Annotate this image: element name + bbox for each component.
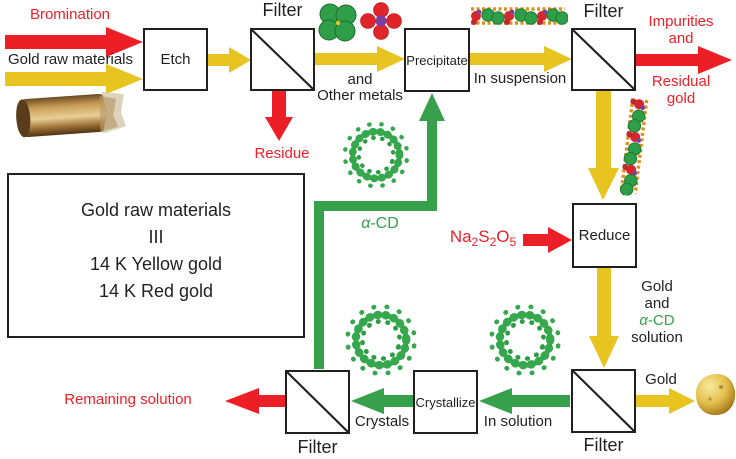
filter-to-crystallize-arrow — [479, 388, 570, 414]
crystallize-to-filter-arrow — [351, 388, 413, 414]
other-metals-line1: and — [347, 71, 373, 88]
reduce-out-line2: and — [644, 295, 670, 312]
cd-suffix: -CD — [370, 215, 399, 232]
alpha-cd-recycle-label: α-CD — [340, 215, 420, 232]
raw-materials-arrow — [5, 64, 143, 94]
residual-line1: Residual — [651, 73, 711, 90]
reduce-out-line4: solution — [631, 329, 683, 346]
reduce-output-label: Gold and α-CD solution — [625, 278, 689, 346]
other-metals-label: and Other metals — [312, 72, 408, 104]
na2s2o5-o: O — [496, 227, 510, 246]
residue-label: Residue — [254, 145, 310, 162]
precipitate-to-filter-arrow — [470, 46, 572, 72]
cd-suffix: -CD — [647, 312, 675, 329]
filter-to-reduce-arrow — [588, 91, 619, 200]
precipitate-box: Precipitate — [404, 28, 470, 92]
na2s2o5-sub2: 2 — [489, 235, 497, 249]
remaining-solution-arrow — [225, 388, 285, 414]
gold-raw-materials-info-box: Gold raw materials III 14 K Yellow gold … — [7, 173, 305, 338]
filter-to-precipitate-arrow — [315, 46, 405, 72]
crystallize-label: Crystallize — [415, 394, 476, 410]
filter-diagonal-icon — [287, 372, 348, 432]
bromination-arrow — [5, 27, 143, 57]
residual-gold-label: Residual gold — [637, 73, 725, 107]
reduce-out-alpha-cd: α-CD — [625, 312, 689, 329]
impurities-label: Impurities and — [637, 13, 725, 47]
filter-top-right-caption: Filter — [583, 1, 624, 21]
etch-to-filter-arrow — [208, 47, 251, 73]
reduce-out-line1: Gold — [641, 278, 673, 295]
alpha-symbol: α — [639, 312, 648, 329]
gold-product-label: Gold — [645, 371, 677, 388]
na2s2o5-sub3: 5 — [509, 235, 517, 249]
gold-nugget-image — [696, 373, 736, 416]
filter-box-top-right — [571, 28, 636, 91]
coprecipitate-chain-horizontal — [469, 7, 568, 27]
alpha-cd-ring-left — [342, 301, 420, 379]
impurities-arrow — [636, 46, 732, 74]
gold-bromide-cluster-icon — [318, 3, 357, 42]
alpha-cd-ring-top — [340, 119, 412, 191]
gold-bar-image — [16, 91, 127, 138]
bromination-label: Bromination — [29, 6, 111, 23]
residual-line2: gold — [666, 90, 696, 107]
filter-bottom-right-caption: Filter — [583, 435, 624, 455]
filter-diagonal-icon — [573, 30, 634, 89]
info-line-4: 14 K Red gold — [98, 281, 214, 301]
filter-box-top-left — [250, 28, 315, 91]
filter-diagonal-icon — [573, 371, 634, 431]
in-solution-label: In solution — [483, 413, 553, 430]
gold-product-arrow — [636, 388, 695, 414]
etch-label: Etch — [160, 51, 191, 68]
alpha-symbol: α — [361, 215, 371, 232]
impurities-line2: and — [668, 30, 694, 47]
info-line-1: Gold raw materials — [80, 200, 232, 220]
etch-box: Etch — [143, 28, 208, 91]
filter-top-left-caption: Filter — [262, 0, 303, 20]
other-metals-line2: Other metals — [317, 87, 403, 104]
filter-bottom-left-caption: Filter — [297, 437, 338, 457]
alpha-cd-ring-right — [486, 301, 564, 379]
reduce-label: Reduce — [578, 227, 631, 244]
filter-diagonal-icon — [252, 30, 313, 89]
in-suspension-label: In suspension — [473, 70, 567, 87]
na2s2o5-label: Na2S2O5 — [443, 227, 523, 249]
na2s2o5-sub1: 2 — [471, 235, 479, 249]
na2s2o5-na: Na — [449, 227, 472, 246]
impurities-line1: Impurities — [648, 13, 714, 30]
gold-raw-materials-label: Gold raw materials — [7, 51, 134, 68]
reduce-to-filter-arrow — [589, 268, 619, 368]
crystals-label: Crystals — [354, 413, 410, 430]
remaining-solution-label: Remaining solution — [64, 391, 192, 408]
precipitate-label: Precipitate — [406, 52, 468, 68]
metal-complex-cluster-icon — [360, 2, 402, 40]
na2s2o5-arrow — [523, 227, 572, 253]
info-line-3: 14 K Yellow gold — [89, 254, 223, 274]
alpha-cd-recycle-arrow — [314, 93, 445, 369]
crystallize-box: Crystallize — [413, 370, 478, 434]
filter-box-bottom-right — [571, 369, 636, 433]
residue-arrow — [265, 91, 293, 141]
filter-box-bottom-left — [285, 370, 350, 434]
reduce-box: Reduce — [572, 203, 637, 268]
na2s2o5-s: S — [478, 227, 490, 246]
info-line-2: III — [148, 227, 164, 247]
coprecipitate-chain-vertical — [617, 96, 649, 198]
